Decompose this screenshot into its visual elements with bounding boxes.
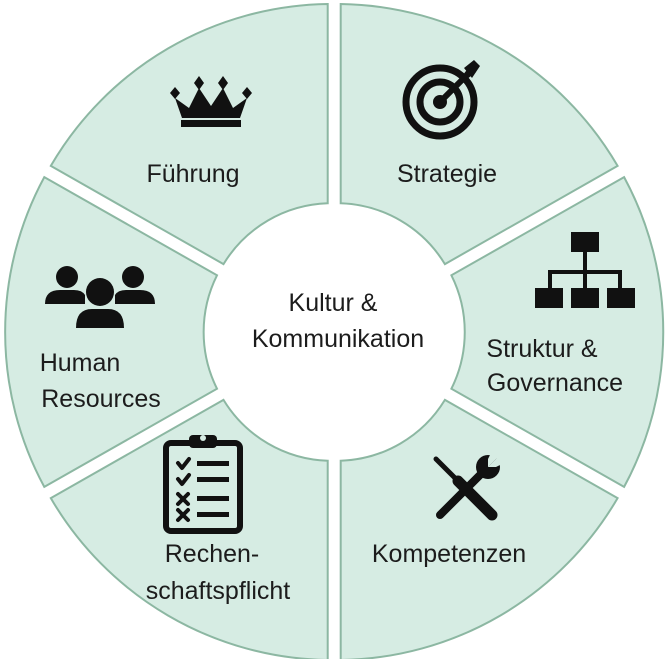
icons (45, 60, 635, 534)
segment-struktur-governance (450, 175, 665, 489)
checklist-icon (163, 435, 243, 534)
label-fuehrung: Führung (146, 160, 239, 188)
target-icon (402, 60, 480, 140)
center-label: Kultur & Kommunikation (252, 289, 424, 353)
segment-labels: Führung Strategie Struktur & Governance … (40, 160, 623, 605)
label-struktur-line2: Governance (487, 369, 623, 397)
segment-human-resources (4, 175, 219, 489)
label-struktur-line1: Struktur & (486, 335, 597, 363)
label-human-resources-line2: Resources (41, 385, 161, 413)
segment-fuehrung (49, 2, 329, 266)
label-rechenschaftspflicht-line1: Rechen- (165, 540, 260, 568)
segment-strategie (339, 2, 619, 266)
tools-icon (433, 451, 504, 521)
center-label-line2: Kommunikation (252, 325, 424, 353)
org-chart-icon (535, 232, 635, 308)
people-icon (45, 266, 155, 328)
label-strategie: Strategie (397, 160, 497, 188)
crown-icon (170, 76, 252, 127)
segment-kompetenzen (339, 398, 619, 659)
segments (4, 2, 665, 659)
label-kompetenzen: Kompetenzen (372, 540, 526, 568)
label-human-resources-line1: Human (40, 349, 121, 377)
center-label-line1: Kultur & (289, 289, 378, 317)
label-rechenschaftspflicht-line2: schaftspflicht (146, 577, 291, 605)
